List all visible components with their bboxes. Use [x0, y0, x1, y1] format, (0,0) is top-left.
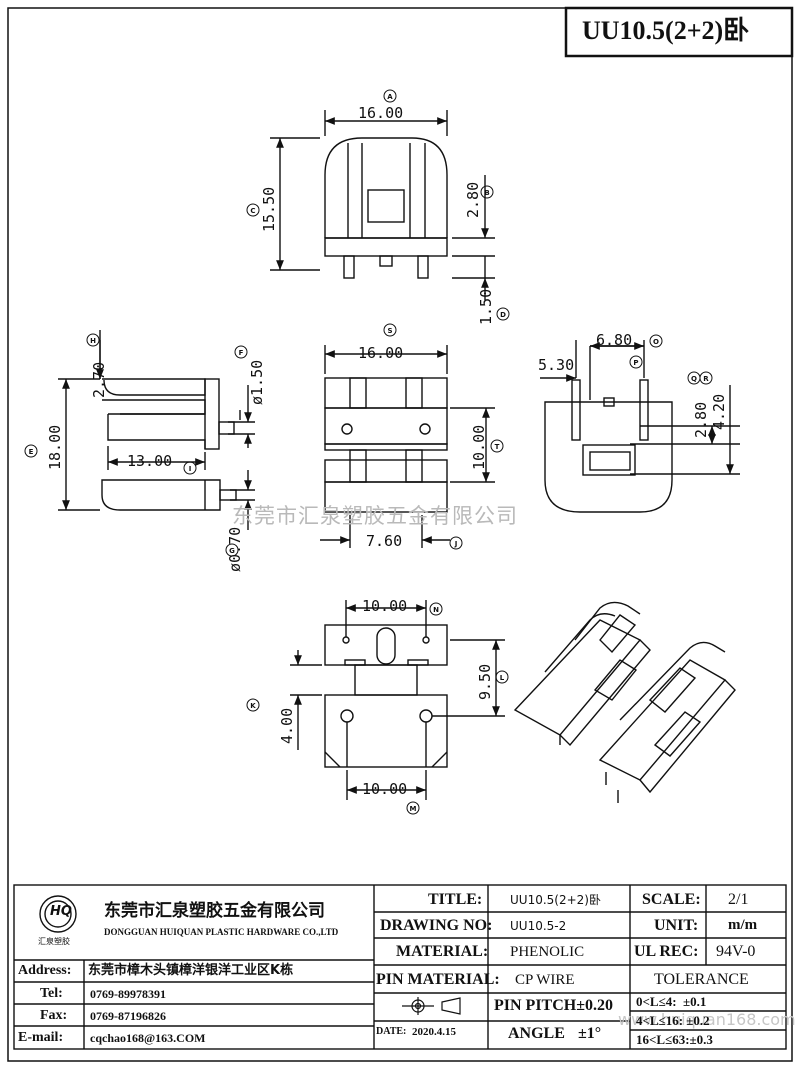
drawing-label: DRAWING NO:	[380, 917, 493, 934]
unit-value: m/m	[728, 917, 758, 933]
dim-pcb-pitch: 6.80	[596, 331, 632, 349]
callout-g: G	[229, 547, 235, 555]
callout-p: P	[633, 359, 638, 367]
callout-f: F	[239, 349, 244, 357]
header-part-title: UU10.5(2+2)卧	[582, 16, 750, 45]
tolerance-row-3: 16<L≤63:±0.3	[636, 1032, 713, 1047]
fax-label: Fax:	[40, 1008, 68, 1023]
company-name-en: DONGGUAN HUIQUAN PLASTIC HARDWARE CO.,LT…	[104, 927, 339, 937]
fax-value: 0769-87196826	[90, 1009, 166, 1023]
callout-e: E	[29, 448, 34, 456]
isometric-view	[513, 601, 736, 803]
title-block-lines	[13, 884, 787, 1050]
callout-s: S	[387, 327, 392, 335]
dim-top-height: 15.50	[260, 187, 278, 232]
scale-label: SCALE:	[642, 891, 701, 908]
bottom-view	[290, 600, 505, 800]
title-label: TITLE:	[428, 891, 483, 908]
dim-bottom-bottom: 10.00	[362, 780, 407, 798]
top-view	[270, 110, 495, 300]
dim-side-height: 18.00	[46, 425, 64, 470]
logo-caption: 汇泉塑胶	[38, 937, 70, 946]
dim-front-pin-span: 7.60	[366, 532, 402, 550]
dim-front-width: 16.00	[358, 344, 403, 362]
company-name-cn: 东莞市汇泉塑胶五金有限公司	[104, 901, 325, 921]
callout-j: J	[454, 540, 458, 548]
logo-letters: HQ	[50, 904, 72, 919]
email-value: cqchao168@163.COM	[90, 1031, 206, 1045]
tolerance-label: TOLERANCE	[654, 971, 749, 988]
callout-r: R	[703, 375, 709, 383]
callout-circles	[24, 89, 713, 815]
material-value: PHENOLIC	[510, 944, 585, 960]
scale-value: 2/1	[728, 891, 749, 908]
tolerance-row-1: 0<L≤4: ±0.1	[636, 994, 707, 1009]
dim-bottom-height: 9.50	[476, 664, 494, 700]
angle-label: ANGLE	[508, 1025, 565, 1042]
callout-t: T	[495, 443, 500, 451]
end-view	[540, 340, 740, 513]
dimension-texts: 16.00 15.50 2.80 1.50 18.00 2.70 ø1.50 ø…	[46, 104, 728, 798]
email-label: E-mail:	[18, 1030, 64, 1045]
dim-side-pin-dia2: ø0.70	[226, 527, 244, 572]
date-label: DATE:	[376, 1026, 407, 1037]
company-logo-icon	[39, 895, 77, 933]
sheet-border	[7, 7, 793, 1062]
pin-material-label: PIN MATERIAL:	[376, 971, 500, 988]
tolerance-row-2: 4<L≤16: ±0.2	[636, 1013, 710, 1028]
dim-side-pin-dia: ø1.50	[248, 360, 266, 405]
dim-top-pin-len: 1.50	[477, 289, 495, 325]
dim-bottom-left: 4.00	[278, 708, 296, 744]
tel-label: Tel:	[40, 986, 63, 1001]
pin-pitch: PIN PITCH±0.20	[494, 997, 614, 1014]
side-view	[58, 330, 255, 530]
drawing-value: UU10.5-2	[510, 919, 567, 933]
ul-value: 94V-0	[716, 943, 756, 960]
callout-o: O	[653, 338, 659, 346]
callout-m: M	[410, 805, 417, 813]
dim-bottom-top: 10.00	[362, 597, 407, 615]
dim-top-gap: 2.80	[464, 182, 482, 218]
callout-k: K	[250, 702, 256, 710]
dim-side-top: 2.70	[90, 362, 108, 398]
callout-b: B	[484, 189, 489, 197]
watermark-url: www.huiquan168.com	[618, 1010, 796, 1029]
front-view	[320, 345, 495, 548]
callout-a: A	[387, 93, 393, 101]
ul-label: UL REC:	[634, 943, 699, 960]
tel-value: 0769-89978391	[90, 987, 166, 1001]
callout-letters: A B C D E F G H I J K L M N O P Q R S T	[29, 93, 710, 813]
address-label: Address:	[18, 963, 72, 978]
dim-front-mid: 10.00	[470, 425, 488, 470]
dim-pcb-h2: 4.20	[710, 394, 728, 430]
dim-top-width: 16.00	[358, 104, 403, 122]
watermark-company: 东莞市汇泉塑胶五金有限公司	[232, 504, 518, 528]
callout-q: Q	[691, 375, 697, 383]
unit-label: UNIT:	[654, 917, 699, 934]
callout-i: I	[189, 465, 192, 473]
dim-side-depth: 13.00	[127, 452, 172, 470]
callout-d: D	[500, 311, 506, 319]
date-value: 2020.4.15	[412, 1026, 456, 1038]
angle-value: ±1°	[578, 1025, 602, 1042]
header-title-box	[564, 6, 794, 58]
callout-l: L	[500, 674, 505, 682]
dim-pcb-h1: 2.80	[692, 402, 710, 438]
material-label: MATERIAL:	[396, 943, 489, 960]
dim-pcb-left: 5.30	[538, 356, 574, 374]
pin-material-value: CP WIRE	[515, 972, 575, 988]
callout-n: N	[433, 606, 439, 614]
callout-c: C	[250, 207, 255, 215]
address-value: 东莞市樟木头镇樟洋银洋工业区K栋	[88, 963, 294, 978]
title-value: UU10.5(2+2)卧	[510, 893, 601, 907]
callout-h: H	[90, 337, 96, 345]
projection-symbol-icon	[402, 997, 461, 1015]
